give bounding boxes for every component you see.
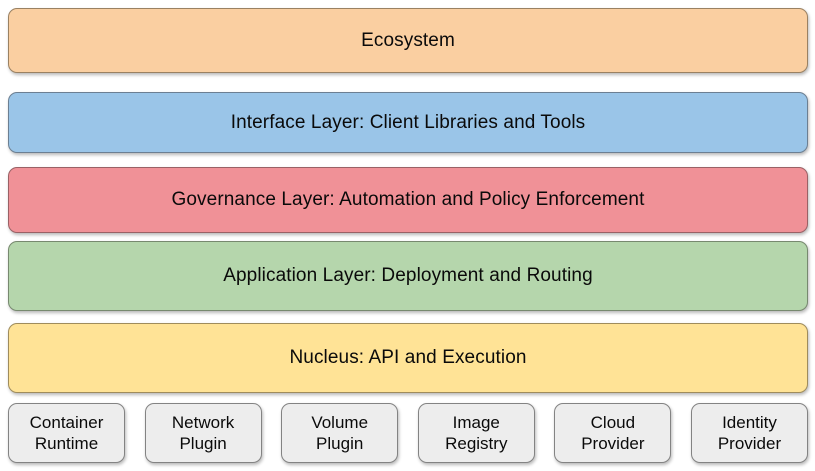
layer-governance[interactable]: Governance Layer: Automation and Policy … xyxy=(8,167,808,233)
component-container-runtime[interactable]: Container Runtime xyxy=(8,403,125,463)
component-row: Container Runtime Network Plugin Volume … xyxy=(8,403,808,463)
component-identity-provider[interactable]: Identity Provider xyxy=(690,403,808,463)
component-volume-plugin[interactable]: Volume Plugin xyxy=(281,403,399,463)
component-identity-provider-label: Identity Provider xyxy=(717,412,782,453)
component-image-registry[interactable]: Image Registry xyxy=(417,403,535,463)
component-cloud-provider-label: Cloud Provider xyxy=(581,412,645,453)
component-volume-plugin-label: Volume Plugin xyxy=(311,412,369,453)
layer-nucleus-label: Nucleus: API and Execution xyxy=(289,347,527,369)
layer-nucleus[interactable]: Nucleus: API and Execution xyxy=(8,323,808,393)
layer-application[interactable]: Application Layer: Deployment and Routin… xyxy=(8,241,808,311)
component-cloud-provider[interactable]: Cloud Provider xyxy=(554,403,672,463)
component-network-plugin-label: Network Plugin xyxy=(171,412,235,453)
layer-interface[interactable]: Interface Layer: Client Libraries and To… xyxy=(8,92,808,153)
layer-ecosystem-label: Ecosystem xyxy=(361,29,455,51)
layer-application-label: Application Layer: Deployment and Routin… xyxy=(223,265,593,287)
layer-governance-label: Governance Layer: Automation and Policy … xyxy=(171,189,645,211)
component-container-runtime-label: Container Runtime xyxy=(29,412,104,453)
layer-interface-label: Interface Layer: Client Libraries and To… xyxy=(230,111,586,133)
layer-ecosystem[interactable]: Ecosystem xyxy=(8,8,808,73)
component-image-registry-label: Image Registry xyxy=(445,412,508,453)
component-network-plugin[interactable]: Network Plugin xyxy=(144,403,262,463)
